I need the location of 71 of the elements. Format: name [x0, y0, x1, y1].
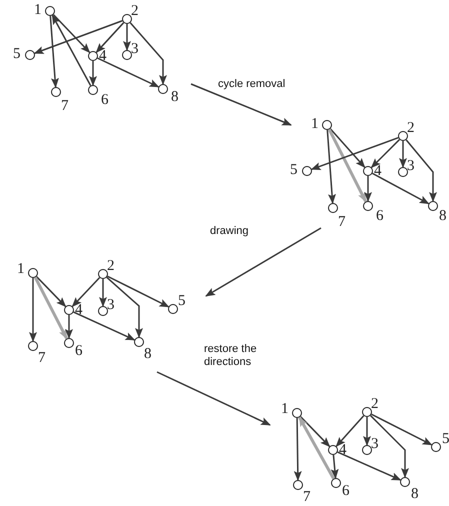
arrow	[52, 14, 90, 54]
node-number: 8	[171, 89, 178, 105]
arrow	[123, 24, 131, 51]
node-number: 3	[371, 436, 378, 452]
node-number: 5	[13, 46, 20, 62]
node-number: 4	[99, 48, 106, 64]
arrow	[328, 128, 368, 202]
arrow	[97, 57, 160, 88]
node-number: 7	[303, 489, 310, 505]
arrow	[36, 276, 66, 308]
node-number: 5	[290, 162, 298, 178]
arrow	[363, 417, 371, 446]
arrow	[310, 137, 399, 170]
arrow	[130, 22, 167, 85]
node-number: 4	[374, 163, 382, 179]
arrow	[336, 415, 364, 448]
arrow	[99, 279, 107, 307]
step-label: restore the directions	[204, 343, 258, 369]
arrow	[34, 20, 123, 54]
node-number: 3	[407, 158, 414, 174]
arrow	[294, 418, 302, 481]
arrow	[364, 176, 372, 202]
node-number: 2	[131, 3, 138, 19]
arrow	[330, 128, 366, 168]
arrow	[29, 278, 37, 342]
arrow	[326, 130, 336, 204]
node-number: 7	[61, 98, 68, 114]
arrow	[298, 416, 335, 480]
node-number: 7	[338, 214, 346, 230]
node-number: 5	[442, 431, 449, 447]
node-number: 3	[131, 41, 138, 57]
node-number: 8	[439, 208, 446, 224]
node-number: 1	[34, 2, 42, 18]
arrow	[50, 16, 59, 88]
node-number: 1	[311, 116, 318, 132]
node-number: 5	[178, 293, 186, 309]
node-number: 2	[107, 258, 114, 274]
arrow	[52, 14, 92, 86]
node-number: 2	[407, 120, 414, 136]
arrow	[370, 415, 409, 478]
node-number: 4	[339, 442, 346, 458]
arrow	[371, 414, 432, 446]
node-number: 2	[371, 396, 378, 412]
node-number: 8	[411, 486, 418, 502]
step-label: drawing	[210, 225, 250, 238]
arrow	[330, 454, 339, 480]
node-number: 6	[101, 92, 108, 108]
arrow	[300, 416, 330, 448]
step-label: cycle removal	[218, 78, 286, 91]
node-number: 8	[144, 346, 152, 362]
node-number: 3	[107, 297, 114, 313]
arrow	[72, 277, 100, 308]
arrow	[399, 141, 407, 168]
arrow	[372, 172, 430, 204]
arrow	[34, 276, 68, 340]
arrow	[107, 276, 170, 308]
arrow	[89, 61, 97, 86]
arrow	[73, 311, 136, 341]
node-number: 1	[281, 401, 288, 417]
node-number: 6	[75, 343, 82, 359]
node-number: 6	[342, 483, 350, 499]
arrow	[406, 139, 437, 202]
node-number: 6	[376, 208, 384, 224]
arrow	[370, 139, 400, 168]
arrow	[106, 276, 143, 338]
arrow	[337, 451, 402, 481]
node-number: 1	[17, 261, 24, 277]
node-number: 7	[38, 350, 46, 366]
arrow	[96, 22, 124, 54]
node-number: 4	[75, 302, 82, 318]
arrow	[65, 315, 73, 339]
